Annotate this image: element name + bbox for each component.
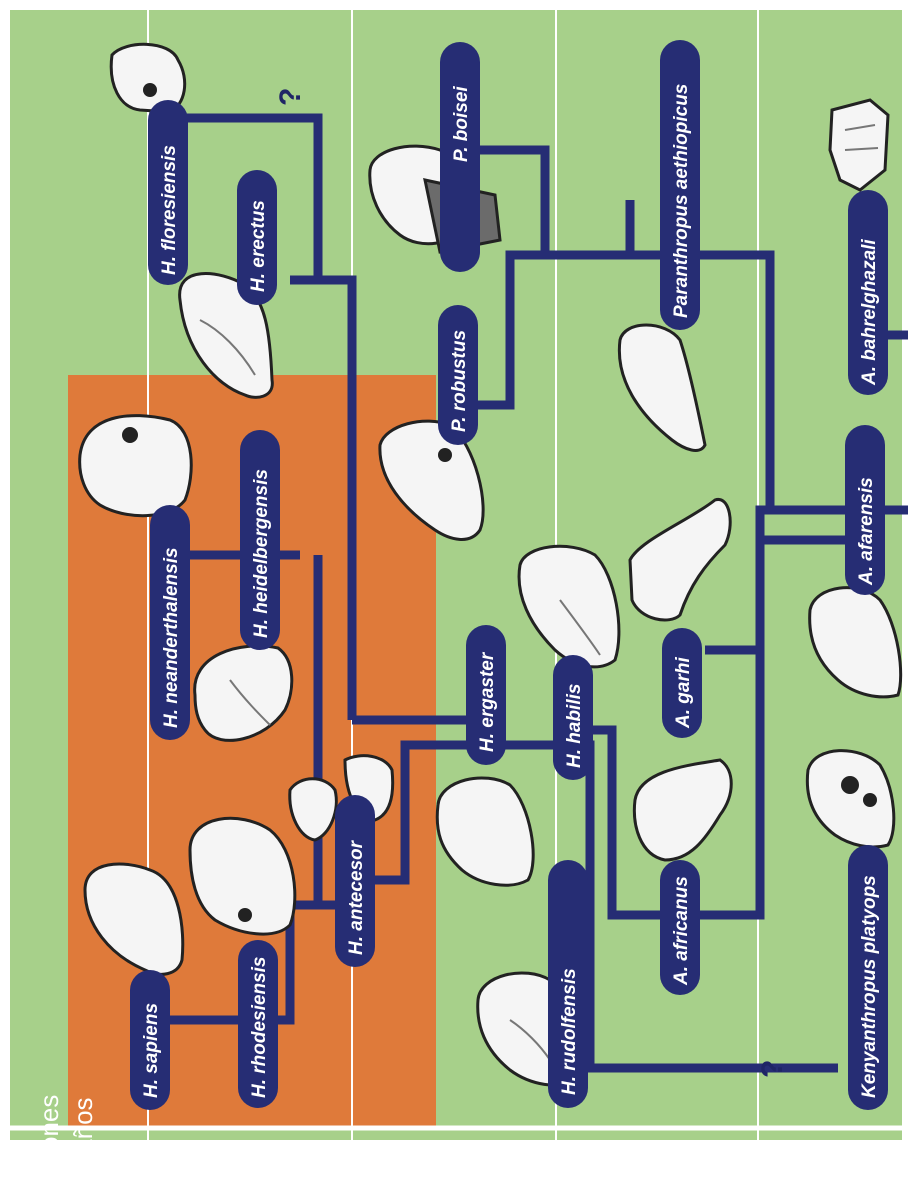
branch-garhi — [700, 645, 765, 920]
branch-erectus-line — [290, 275, 357, 720]
branch-rudolfensis-platyops — [470, 740, 838, 1073]
branch-aethiopicus — [700, 250, 775, 510]
branch-floresiensis — [185, 113, 323, 280]
skull-aethiopicus — [617, 323, 707, 452]
skull-bahrelghazali — [828, 98, 890, 192]
label-antecesor: H. antecesor — [335, 795, 375, 967]
svg-text:P. boisei: P. boisei — [451, 86, 472, 162]
label-neanderthalensis: H. neanderthalensis — [150, 505, 190, 740]
branch-habilis-africanus — [590, 725, 700, 920]
svg-text:H. rhodesiensis: H. rhodesiensis — [249, 957, 270, 1099]
skull-floresiensis — [109, 42, 187, 114]
svg-text:A. bahrelghazali: A. bahrelghazali — [859, 239, 880, 386]
skull-garhi — [628, 498, 732, 622]
svg-text:Kenyanthropus platyops: Kenyanthropus platyops — [859, 875, 880, 1098]
svg-text:A. garhi: A. garhi — [673, 657, 694, 729]
uncertain-mark-platyops: ? — [756, 1060, 789, 1078]
species-labels: H. sapiens H. rhodesiensis H. antecesor … — [130, 40, 888, 1110]
axis-title-line1: Millones — [34, 1095, 64, 1190]
skull-neanderthalensis — [78, 414, 193, 518]
svg-text:H. ergaster: H. ergaster — [477, 651, 498, 752]
label-afarensis: A. afarensis — [845, 425, 885, 595]
label-sapiens: H. sapiens — [130, 970, 170, 1110]
svg-text:H. heidelbergensis: H. heidelbergensis — [251, 469, 272, 638]
time-axis: Millones de años 0 1 2 3 — [34, 1095, 774, 1190]
svg-text:H. habilis: H. habilis — [564, 684, 585, 768]
skull-robustus — [378, 419, 485, 541]
label-africanus: A. africanus — [660, 860, 700, 995]
label-bahrelghazali: A. bahrelghazali — [848, 190, 888, 395]
tick-0: 0 — [134, 1158, 164, 1172]
axis-title-line2: de años — [68, 1097, 98, 1190]
skull-erectus — [178, 272, 274, 399]
tick-3: 3 — [744, 1158, 774, 1172]
skull-africanus — [632, 758, 733, 862]
label-rhodesiensis: H. rhodesiensis — [238, 940, 278, 1108]
label-erectus: H. erectus — [237, 170, 277, 305]
skull-sapiens — [83, 862, 185, 976]
label-boisei: P. boisei — [440, 42, 480, 272]
svg-text:H. floresiensis: H. floresiensis — [159, 145, 180, 275]
skull-platyops — [805, 749, 896, 849]
svg-text:H. neanderthalensis: H. neanderthalensis — [161, 547, 182, 728]
svg-text:P. robustus: P. robustus — [449, 330, 470, 432]
svg-text:H. erectus: H. erectus — [248, 200, 269, 292]
svg-text:Paranthropus aethiopicus: Paranthropus aethiopicus — [671, 84, 692, 318]
label-ergaster: H. ergaster — [466, 625, 506, 765]
skull-rhodesiensis — [188, 816, 297, 936]
label-robustus: P. robustus — [438, 305, 478, 445]
label-aethiopicus: Paranthropus aethiopicus — [660, 40, 700, 330]
svg-text:H. rudolfensis: H. rudolfensis — [559, 968, 580, 1095]
label-platyops: Kenyanthropus platyops — [848, 845, 888, 1110]
skull-heidelbergensis — [193, 644, 294, 742]
svg-text:H. sapiens: H. sapiens — [141, 1003, 162, 1098]
tick-1: 1 — [338, 1158, 368, 1172]
label-garhi: A. garhi — [662, 628, 702, 738]
svg-text:A. africanus: A. africanus — [671, 876, 692, 986]
skull-habilis — [517, 544, 621, 669]
skull-ergaster — [435, 776, 535, 887]
branch-boisei — [470, 145, 700, 260]
label-habilis: H. habilis — [553, 655, 593, 780]
label-rudolfensis: H. rudolfensis — [548, 860, 588, 1108]
svg-text:H. antecesor: H. antecesor — [346, 839, 367, 955]
tick-2: 2 — [542, 1158, 572, 1172]
branch-robustus — [470, 250, 545, 410]
uncertain-mark-floresiensis: ? — [274, 88, 307, 106]
branch-heidelbergensis-stem — [290, 555, 323, 910]
label-floresiensis: H. floresiensis — [148, 100, 188, 285]
svg-text:A. afarensis: A. afarensis — [856, 477, 877, 586]
label-heidelbergensis: H. heidelbergensis — [240, 430, 280, 650]
